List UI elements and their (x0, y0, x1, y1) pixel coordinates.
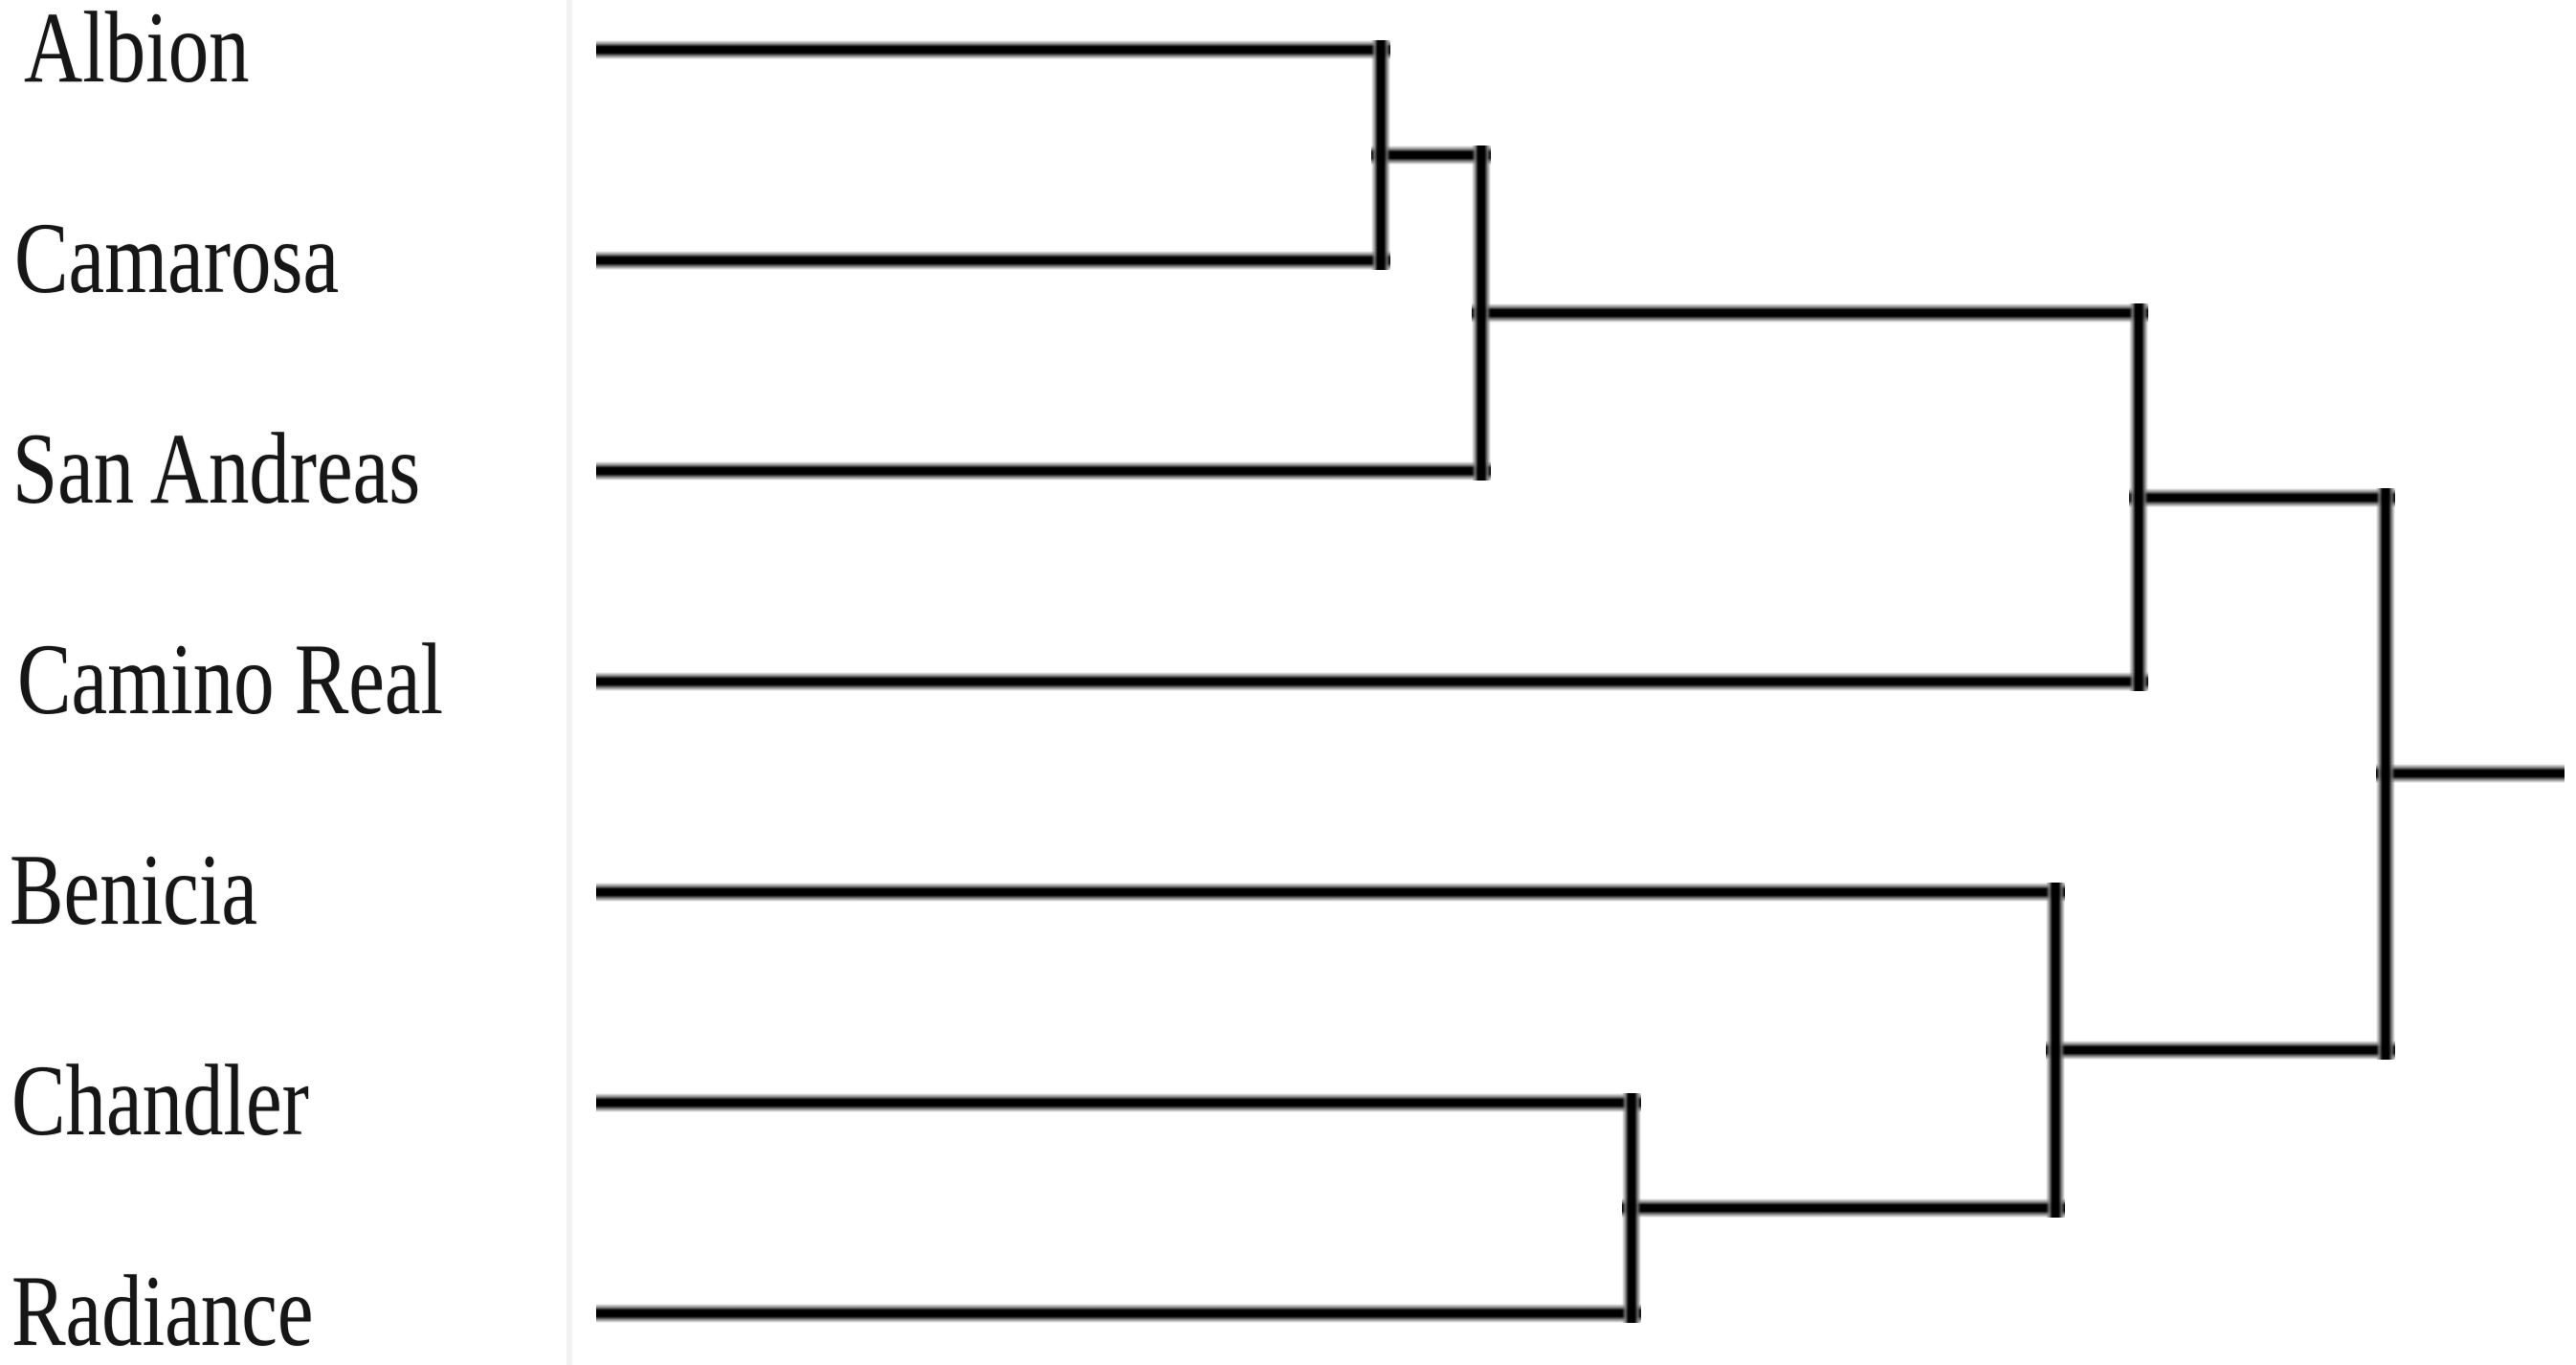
dendrogram-segment-san-andreas-branch (596, 461, 1491, 481)
dendrogram-segment-albion-camarosa-join (1371, 40, 1390, 270)
leaf-label-albion: Albion (24, 0, 250, 103)
dendrogram-segment-chandler-radiance-to-benicia-link (1622, 1198, 2065, 1218)
dendrogram-segment-chandler-radiance-join (1622, 1093, 1641, 1323)
leaf-label-san-andreas: San Andreas (12, 412, 421, 525)
leaf-label-benicia: Benicia (10, 833, 257, 946)
leaf-label-chandler: Chandler (11, 1043, 309, 1156)
dendrogram-segment-chandler-branch (596, 1093, 1641, 1112)
dendrogram-segment-albion-branch (596, 40, 1390, 59)
dendrogram-segment-camino-real-branch (596, 672, 2148, 691)
dendrogram-segment-camarosa-branch (596, 251, 1390, 270)
dendrogram-segment-benicia-join (2046, 883, 2065, 1218)
dendrogram-segment-albion-camarosa-to-san-andreas-link (1371, 145, 1491, 165)
dendrogram-segment-top-cluster-to-root-link (2129, 488, 2395, 507)
dendrogram-segment-bottom-cluster-to-root-link (2046, 1041, 2395, 1060)
dendrogram-segment-root-join (2376, 488, 2395, 1060)
leaf-label-camino-real: Camino Real (17, 622, 444, 735)
dendrogram-segment-root-stub (2376, 764, 2565, 783)
dendrogram-segment-san-andreas-join (1472, 145, 1491, 481)
dendrogram-segment-radiance-branch (596, 1304, 1641, 1323)
scan-artifact-line (566, 0, 572, 1365)
dendrogram-segment-top-subcluster-to-camino-real-link (1472, 303, 2148, 323)
leaf-label-camarosa: Camarosa (14, 201, 340, 314)
leaf-label-radiance: Radiance (11, 1254, 314, 1365)
dendrogram-segment-camino-real-join (2129, 303, 2148, 691)
dendrogram-segment-benicia-branch (596, 883, 2065, 902)
